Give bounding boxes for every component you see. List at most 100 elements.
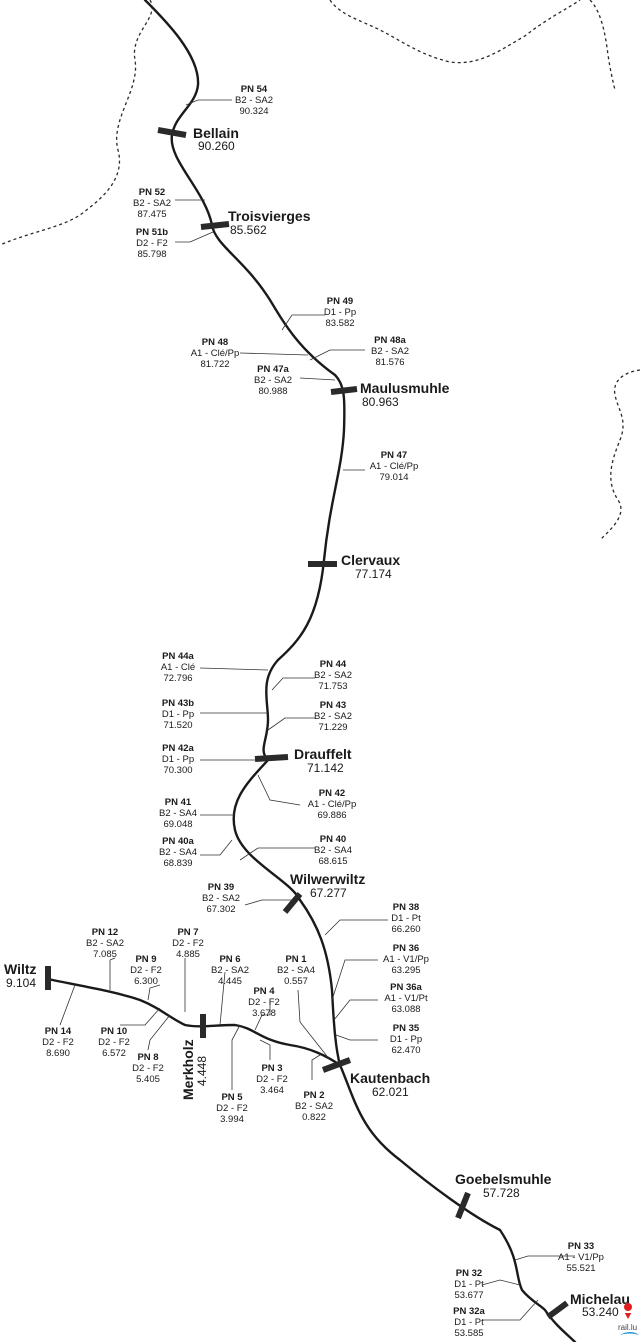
station-name: Goebelsmuhle xyxy=(455,1171,552,1187)
station-name: Clervaux xyxy=(341,552,400,568)
svg-text:PN 38: PN 38 xyxy=(393,902,419,913)
svg-text:8.690: 8.690 xyxy=(46,1048,70,1059)
station-bar-michelau xyxy=(546,1300,569,1320)
svg-text:71.520: 71.520 xyxy=(163,720,192,731)
station-label-maulusmuhle[interactable]: Maulusmuhle 80.963 xyxy=(360,380,450,409)
svg-text:D2 - F2: D2 - F2 xyxy=(256,1074,288,1085)
svg-text:3.994: 3.994 xyxy=(220,1114,244,1125)
svg-text:PN 42a: PN 42a xyxy=(162,743,194,754)
svg-text:63.295: 63.295 xyxy=(391,965,420,976)
station-labels: Bellain 90.260 Troisvierges 85.562 Maulu… xyxy=(4,125,630,1319)
station-km: 85.562 xyxy=(230,223,267,237)
svg-text:3.464: 3.464 xyxy=(260,1085,284,1096)
svg-text:3.678: 3.678 xyxy=(252,1008,276,1019)
svg-text:PN 52: PN 52 xyxy=(139,187,165,198)
crossing-label[interactable]: PN 4D2 - F23.678 xyxy=(248,986,280,1019)
svg-text:PN 49: PN 49 xyxy=(327,296,353,307)
crossing-label[interactable]: PN 8D2 - F25.405 xyxy=(132,1052,164,1085)
station-label-troisvierges[interactable]: Troisvierges 85.562 xyxy=(228,208,311,237)
station-label-goebelsmuhle[interactable]: Goebelsmuhle 57.728 xyxy=(455,1171,552,1200)
svg-text:PN 47: PN 47 xyxy=(381,450,407,461)
station-label-wilwerwiltz[interactable]: Wilwerwiltz 67.277 xyxy=(290,871,365,900)
station-label-wiltz[interactable]: Wiltz 9.104 xyxy=(4,961,37,990)
svg-text:PN 14: PN 14 xyxy=(45,1026,72,1037)
crossing-label[interactable]: PN 3D2 - F23.464 xyxy=(256,1063,288,1096)
station-bars xyxy=(45,127,569,1320)
svg-text:81.722: 81.722 xyxy=(200,359,229,370)
crossing-label[interactable]: PN 7D2 - F24.885 xyxy=(172,927,204,960)
station-label-drauffelt[interactable]: Drauffelt 71.142 xyxy=(294,746,352,775)
svg-text:A1 - Clé: A1 - Clé xyxy=(161,662,195,673)
station-km: 4.448 xyxy=(195,1056,209,1086)
svg-text:A1 - Clé/Pp: A1 - Clé/Pp xyxy=(191,348,240,359)
svg-text:PN 47a: PN 47a xyxy=(257,364,289,375)
station-bar-drauffelt xyxy=(254,754,289,762)
station-name: Michelau xyxy=(570,1291,630,1307)
station-label-michelau[interactable]: Michelau 53.240 xyxy=(570,1291,630,1319)
svg-text:B2 - SA2: B2 - SA2 xyxy=(133,198,171,209)
svg-text:D2 - F2: D2 - F2 xyxy=(42,1037,74,1048)
svg-text:D2 - F2: D2 - F2 xyxy=(132,1063,164,1074)
svg-text:A1 - Clé/Pp: A1 - Clé/Pp xyxy=(370,461,419,472)
svg-text:D1 - Pt: D1 - Pt xyxy=(391,913,421,924)
svg-text:7.085: 7.085 xyxy=(93,949,117,960)
svg-text:80.988: 80.988 xyxy=(258,386,287,397)
crossing-label[interactable]: PN 5D2 - F23.994 xyxy=(216,1092,248,1125)
station-bar-bellain xyxy=(157,127,187,138)
station-km: 90.260 xyxy=(198,139,235,153)
station-label-bellain[interactable]: Bellain 90.260 xyxy=(193,125,239,153)
svg-text:PN 36: PN 36 xyxy=(393,943,419,954)
border-north-east xyxy=(329,0,581,64)
station-label-clervaux[interactable]: Clervaux 77.174 xyxy=(341,552,400,581)
station-label-kautenbach[interactable]: Kautenbach 62.021 xyxy=(350,1070,430,1099)
svg-text:PN 32a: PN 32a xyxy=(453,1306,485,1317)
svg-text:PN 5: PN 5 xyxy=(221,1092,243,1103)
svg-text:PN 9: PN 9 xyxy=(135,954,156,965)
svg-text:PN 43: PN 43 xyxy=(320,700,346,711)
station-km: 71.142 xyxy=(307,761,344,775)
svg-text:PN 32: PN 32 xyxy=(456,1268,482,1279)
svg-text:B2 - SA2: B2 - SA2 xyxy=(371,346,409,357)
map-pin-icon xyxy=(624,1302,633,1319)
svg-text:B2 - SA4: B2 - SA4 xyxy=(277,965,315,976)
svg-text:B2 - SA2: B2 - SA2 xyxy=(86,938,124,949)
svg-text:D1 - Pp: D1 - Pp xyxy=(162,754,194,765)
station-label-merkholz[interactable]: Merkholz 4.448 xyxy=(180,1039,209,1100)
station-bar-wilwerwiltz xyxy=(282,892,303,914)
svg-text:PN 8: PN 8 xyxy=(137,1052,158,1063)
crossing-label[interactable]: PN 9D2 - F26.300 xyxy=(130,954,162,987)
